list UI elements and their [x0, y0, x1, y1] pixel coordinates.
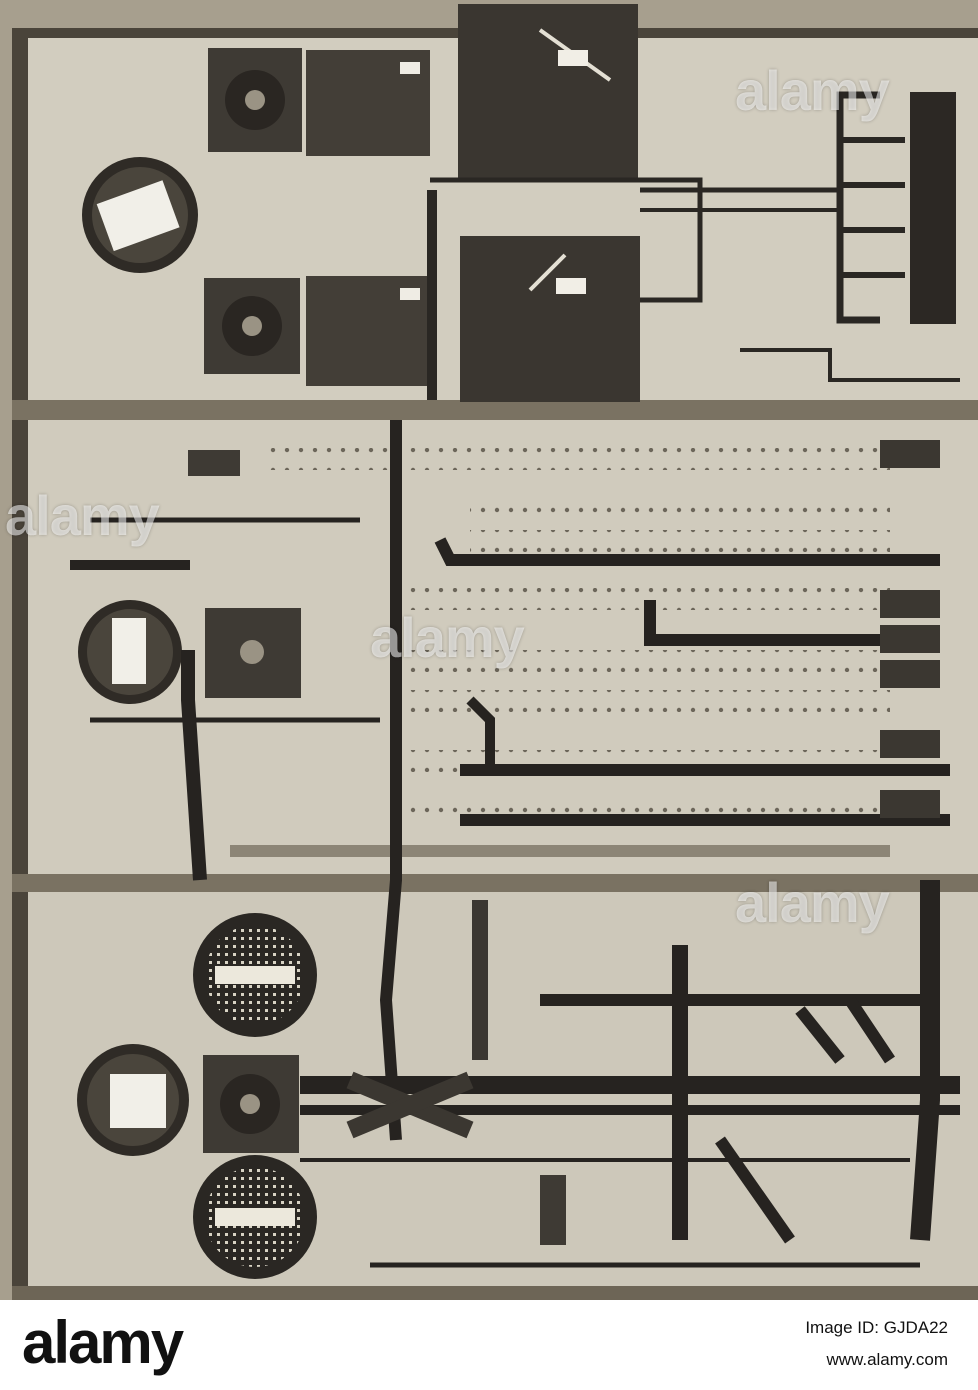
terminal-strip — [470, 494, 890, 516]
switchboard-illustration — [0, 0, 978, 1300]
divider-bottom — [12, 874, 978, 892]
stock-footer: alamy Image ID: GJDA22 www.alamy.com — [0, 1300, 978, 1390]
image-id: Image ID: GJDA22 — [805, 1318, 948, 1337]
resistor-rack — [910, 92, 956, 324]
panel-photograph: alamy alamy alamy alamy — [0, 0, 978, 1300]
large-instrument — [460, 236, 640, 402]
site-url[interactable]: www.alamy.com — [826, 1350, 948, 1369]
terminal-strip — [410, 588, 890, 610]
large-instrument — [458, 4, 638, 182]
terminal-strip — [410, 650, 890, 672]
terminal-strip — [270, 448, 890, 470]
terminal-strip — [410, 690, 890, 712]
bottom-rail — [12, 1286, 978, 1300]
divider-top — [12, 400, 978, 420]
alamy-logo[interactable]: alamy — [22, 1309, 184, 1376]
terminal-strip — [470, 530, 890, 552]
